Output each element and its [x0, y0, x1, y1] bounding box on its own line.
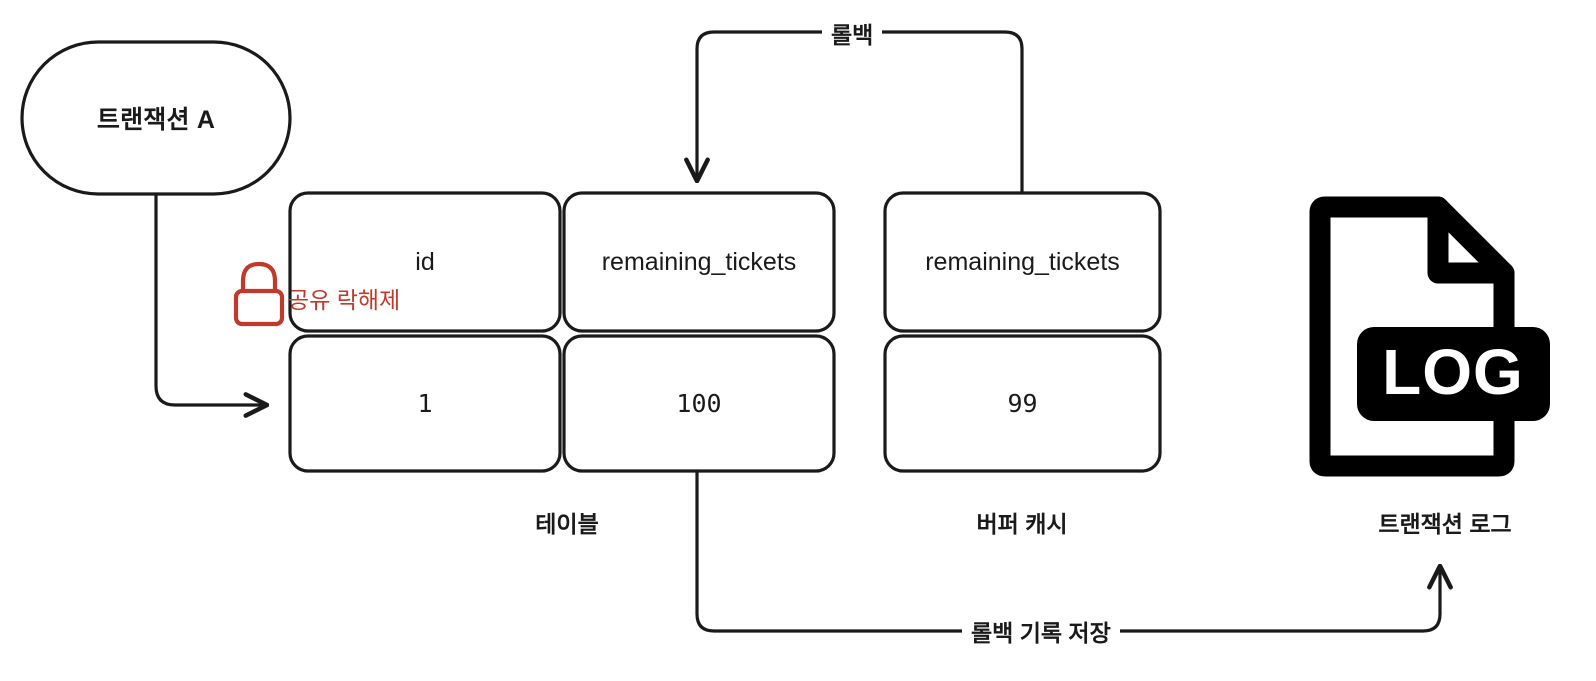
edge-transaction-to-table — [154, 192, 266, 405]
table-header-cell-id[interactable] — [288, 191, 562, 333]
table-value-cell-id[interactable] — [288, 334, 562, 473]
lock-annotation-text: 공유 락해제 — [288, 287, 401, 313]
padlock-body — [233, 288, 285, 327]
table-header-cell-remaining-tickets[interactable] — [562, 191, 836, 333]
log-file-fold — [1427, 196, 1515, 284]
edge-rollback — [697, 30, 1024, 195]
edge-label-save-rollback-record: 롤백 기록 저장 — [962, 614, 1120, 648]
padlock-icon — [233, 261, 285, 327]
log-file-icon[interactable]: LOG — [1309, 196, 1550, 477]
edge-label-rollback: 롤백 — [822, 16, 883, 50]
edge-save-rollback-record — [695, 469, 1440, 633]
buffer-value-cell-remaining-tickets[interactable] — [883, 334, 1162, 473]
table-value-cell-remaining-tickets[interactable] — [562, 334, 836, 473]
log-badge-label: LOG — [1382, 336, 1524, 408]
log-badge — [1357, 327, 1550, 421]
buffer-header-cell-remaining-tickets[interactable] — [883, 191, 1162, 333]
padlock-shackle — [240, 261, 278, 295]
transaction-node-shape[interactable] — [20, 40, 292, 196]
